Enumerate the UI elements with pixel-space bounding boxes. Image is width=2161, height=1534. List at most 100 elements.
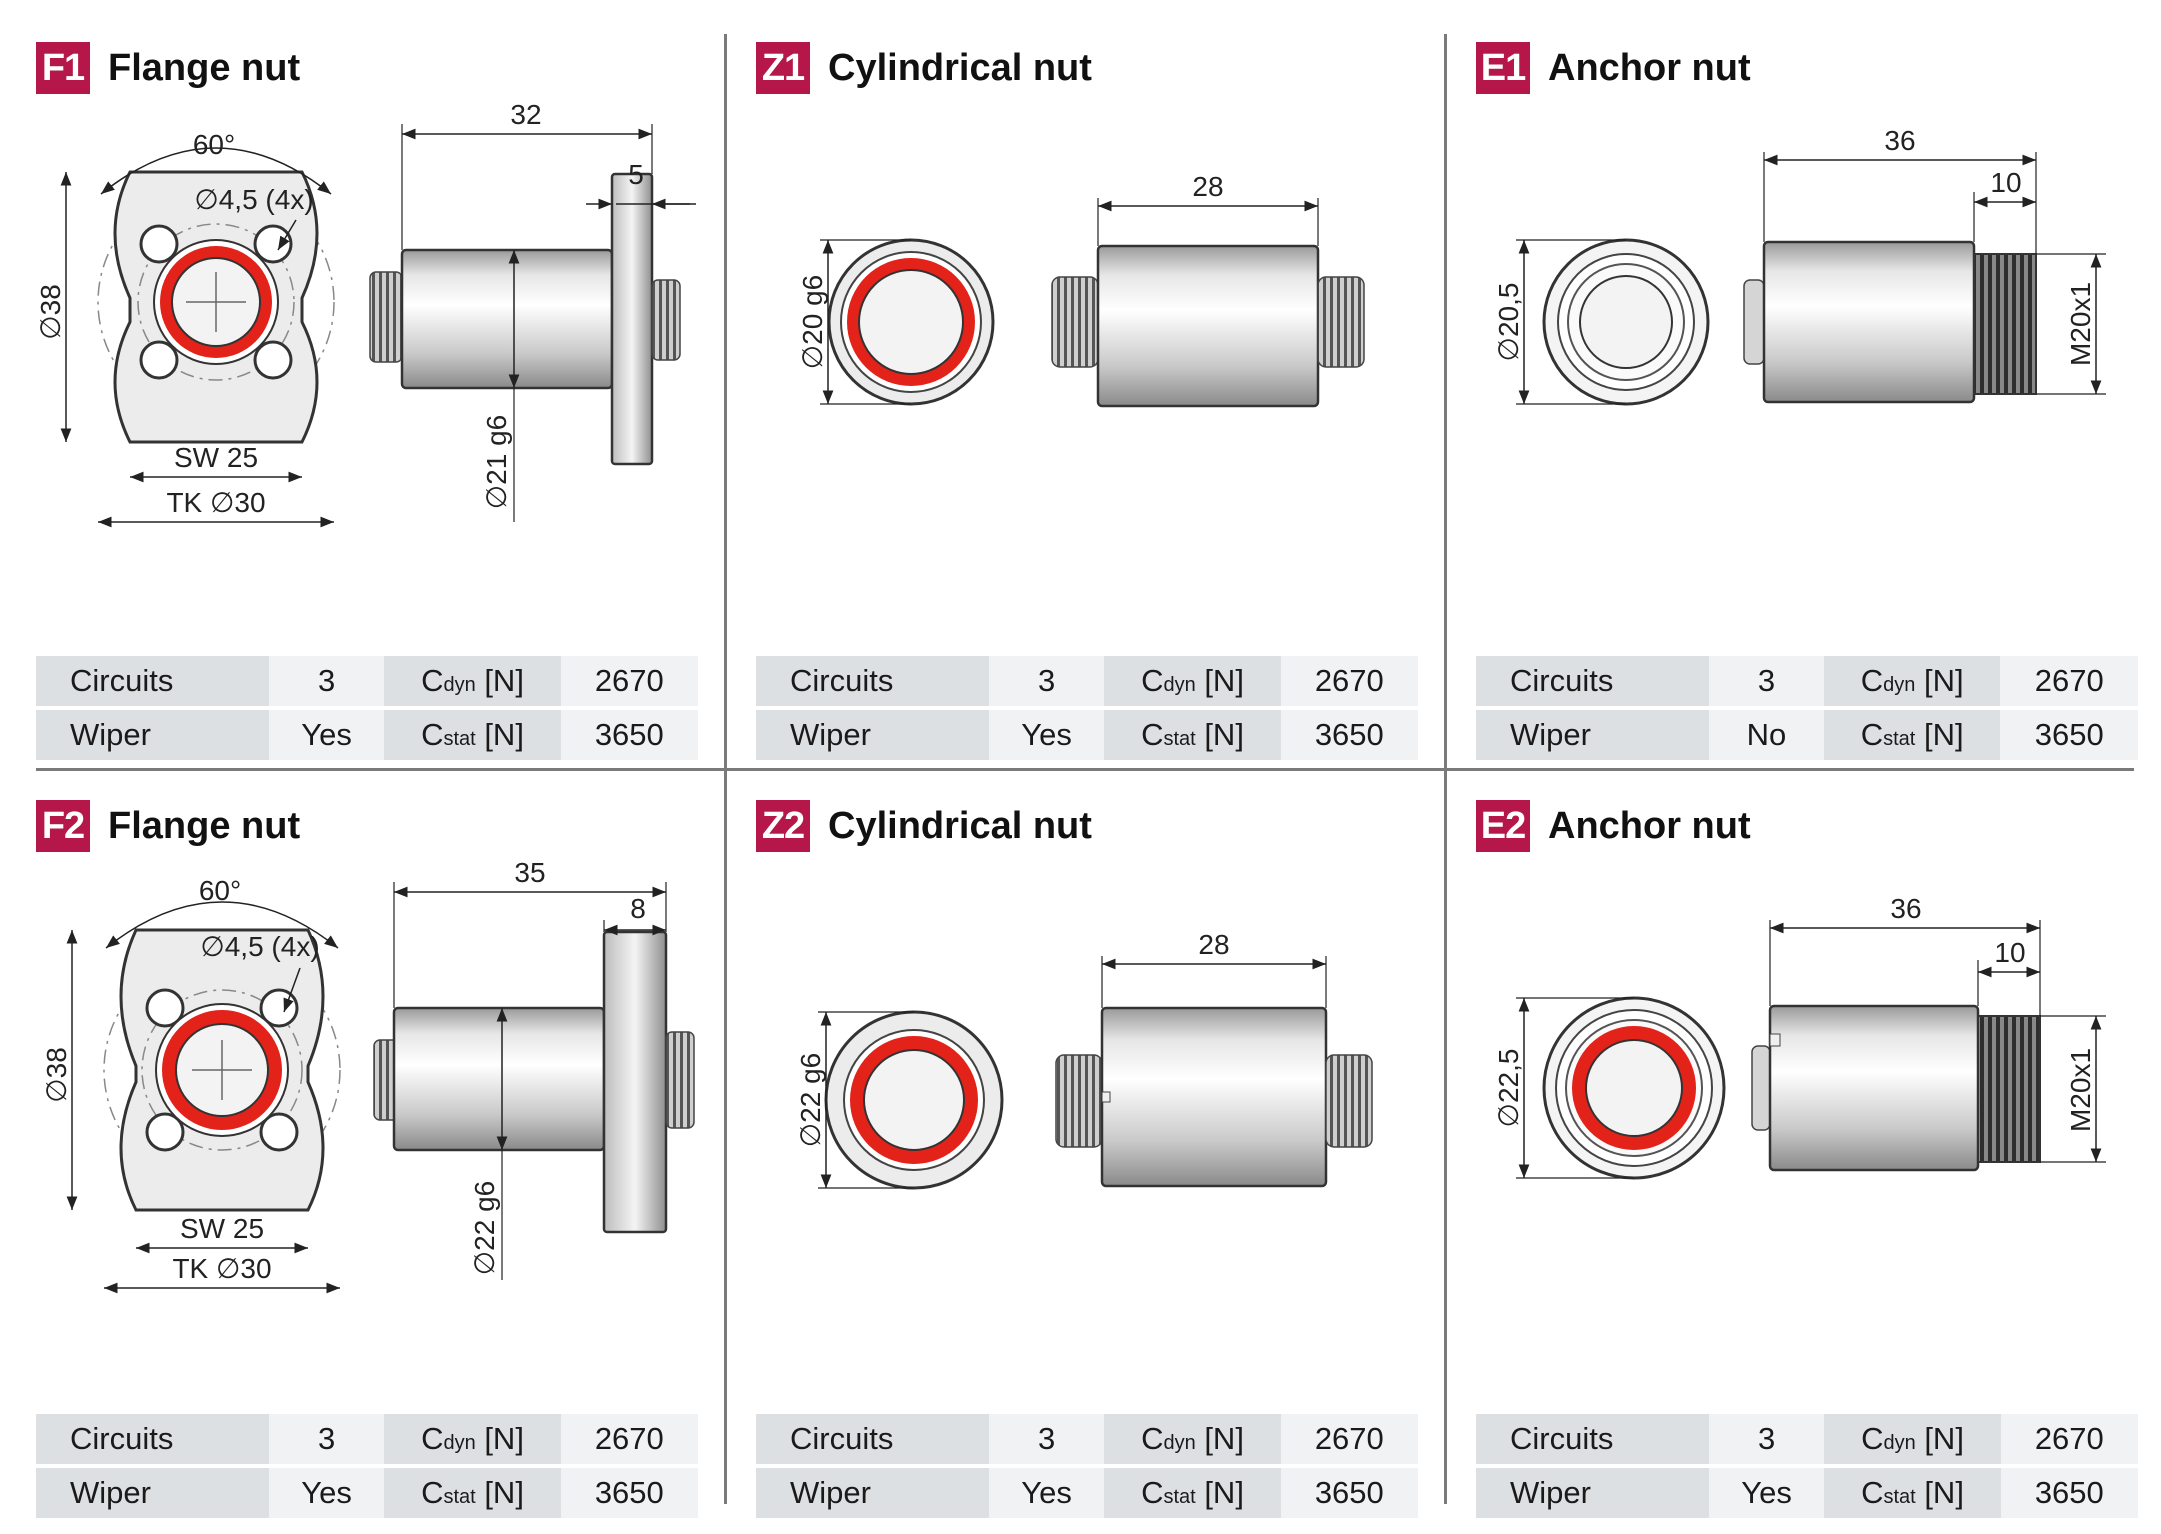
panel-e1-anchor-nut: E1 Anchor nut ∅20,5 36 10 bbox=[1476, 32, 2161, 772]
height-label: ∅38 bbox=[41, 1047, 72, 1103]
anchor-side-view: 36 10 M20x1 bbox=[1751, 893, 2106, 1172]
cdyn-label: Cdyn [N] bbox=[384, 656, 561, 706]
panel-z2-cylindrical-nut: Z2 Cylindrical nut ∅22 g6 28 Circuits bbox=[756, 790, 1456, 1530]
panel-title: Flange nut bbox=[108, 804, 301, 847]
sw-label: SW 25 bbox=[174, 442, 258, 473]
panel-title: Cylindrical nut bbox=[828, 46, 1092, 89]
row-divider bbox=[36, 768, 2134, 771]
spec-table: Circuits 3 Cdyn [N] 2670 Wiper Yes Cstat… bbox=[36, 652, 698, 764]
cstat-label: Cstat [N] bbox=[1104, 1468, 1281, 1518]
wiper-value: No bbox=[1709, 710, 1824, 760]
spec-row-2: Wiper No Cstat [N] 3650 bbox=[1476, 710, 2138, 760]
cdyn-label: Cdyn [N] bbox=[1104, 1414, 1281, 1464]
cstat-value: 3650 bbox=[1280, 710, 1418, 760]
spec-row-2: Wiper Yes Cstat [N] 3650 bbox=[36, 710, 698, 760]
spec-row-1: Circuits 3 Cdyn [N] 2670 bbox=[756, 656, 1418, 706]
spec-table: Circuits 3 Cdyn [N] 2670 Wiper Yes Cstat… bbox=[756, 652, 1418, 764]
code-badge: E1 bbox=[1476, 42, 1530, 94]
wiper-label: Wiper bbox=[36, 1468, 269, 1518]
panel-header: F1 Flange nut bbox=[36, 42, 300, 94]
cdyn-label: Cdyn [N] bbox=[1104, 656, 1281, 706]
thread-label: M20x1 bbox=[2065, 282, 2096, 366]
circuits-label: Circuits bbox=[1476, 656, 1709, 706]
cstat-label: Cstat [N] bbox=[384, 1468, 561, 1518]
panel-title: Anchor nut bbox=[1548, 46, 1751, 89]
length-label: 35 bbox=[514, 860, 545, 888]
wiper-label: Wiper bbox=[756, 710, 989, 760]
flange-side-view: 32 5 ∅21 g6 bbox=[369, 102, 696, 522]
flange-nut-drawing: 60° ∅4,5 (4x) ∅38 SW 25 TK ∅30 35 8 bbox=[41, 860, 695, 1294]
cstat-label: Cstat [N] bbox=[1823, 710, 2001, 760]
cstat-value: 3650 bbox=[1280, 1468, 1418, 1518]
length-label: 28 bbox=[1192, 171, 1223, 202]
panel-header: E2 Anchor nut bbox=[1476, 800, 1751, 852]
angle-label: 60° bbox=[193, 129, 235, 160]
cstat-value: 3650 bbox=[560, 710, 698, 760]
code-badge: F1 bbox=[36, 42, 90, 94]
panel-header: Z2 Cylindrical nut bbox=[756, 800, 1092, 852]
wiper-label: Wiper bbox=[1476, 710, 1709, 760]
flange-label: 8 bbox=[630, 893, 646, 924]
flange-nut-drawing: 60° ∅4,5 (4x) ∅38 SW 25 TK ∅30 32 5 bbox=[36, 102, 696, 528]
cdyn-value: 2670 bbox=[2000, 1414, 2138, 1464]
wiper-value: Yes bbox=[1708, 1468, 1825, 1518]
panel-z1-cylindrical-nut: Z1 Cylindrical nut ∅20 g6 28 Circuits 3 bbox=[756, 32, 1456, 772]
spec-row-1: Circuits 3 Cdyn [N] 2670 bbox=[756, 1414, 1418, 1464]
wiper-value: Yes bbox=[268, 1468, 385, 1518]
spec-table: Circuits 3 Cdyn [N] 2670 Wiper No Cstat … bbox=[1476, 652, 2138, 764]
diameter-label: ∅22,5 bbox=[1493, 1049, 1524, 1128]
cylindrical-side-view: 28 bbox=[1055, 929, 1373, 1188]
cdyn-value: 2670 bbox=[1280, 656, 1418, 706]
cdyn-label: Cdyn [N] bbox=[384, 1414, 561, 1464]
anchor-nut-drawing: ∅20,5 36 10 M20x1 bbox=[1493, 125, 2106, 406]
spec-row-1: Circuits 3 Cdyn [N] 2670 bbox=[1476, 656, 2138, 706]
tk-label: TK ∅30 bbox=[172, 1253, 271, 1284]
spec-table: Circuits 3 Cdyn [N] 2670 Wiper Yes Cstat… bbox=[1476, 1410, 2138, 1522]
panel-f1-flange-nut: F1 Flange nut 60° ∅4,5 (4x) ∅38 SW 25 bbox=[36, 32, 736, 772]
panel-title: Flange nut bbox=[108, 46, 301, 89]
code-badge: Z2 bbox=[756, 800, 810, 852]
panel-header: Z1 Cylindrical nut bbox=[756, 42, 1092, 94]
thread-label: M20x1 bbox=[2065, 1048, 2096, 1132]
circuits-label: Circuits bbox=[756, 1414, 989, 1464]
spec-row-1: Circuits 3 Cdyn [N] 2670 bbox=[36, 1414, 698, 1464]
cylindrical-nut-drawing: ∅20 g6 28 bbox=[797, 171, 1365, 408]
circuits-value: 3 bbox=[1709, 656, 1824, 706]
cdyn-value: 2670 bbox=[2000, 656, 2138, 706]
cdyn-value: 2670 bbox=[560, 656, 698, 706]
spec-row-1: Circuits 3 Cdyn [N] 2670 bbox=[1476, 1414, 2138, 1464]
circuits-value: 3 bbox=[988, 656, 1105, 706]
flange-side-view: 35 8 ∅22 g6 bbox=[373, 860, 695, 1280]
cstat-value: 3650 bbox=[2000, 1468, 2138, 1518]
spec-row-1: Circuits 3 Cdyn [N] 2670 bbox=[36, 656, 698, 706]
length-label: 28 bbox=[1198, 929, 1229, 960]
anchor-side-view: 36 10 M20x1 bbox=[1743, 125, 2106, 404]
spec-row-2: Wiper Yes Cstat [N] 3650 bbox=[36, 1468, 698, 1518]
panel-header: F2 Flange nut bbox=[36, 800, 300, 852]
holes-label: ∅4,5 (4x) bbox=[200, 931, 319, 962]
wiper-label: Wiper bbox=[1476, 1468, 1709, 1518]
wiper-value: Yes bbox=[268, 710, 385, 760]
diameter-label: ∅20,5 bbox=[1493, 283, 1524, 362]
wiper-value: Yes bbox=[988, 1468, 1105, 1518]
flange-front-view: 60° ∅4,5 (4x) ∅38 SW 25 TK ∅30 bbox=[41, 875, 341, 1294]
length-label: 32 bbox=[510, 102, 541, 130]
wiper-label: Wiper bbox=[36, 710, 269, 760]
circuits-value: 3 bbox=[268, 1414, 385, 1464]
circuits-label: Circuits bbox=[756, 656, 989, 706]
cstat-value: 3650 bbox=[2000, 710, 2138, 760]
spec-table: Circuits 3 Cdyn [N] 2670 Wiper Yes Cstat… bbox=[36, 1410, 698, 1522]
flange-label: 5 bbox=[628, 159, 644, 190]
spec-row-2: Wiper Yes Cstat [N] 3650 bbox=[1476, 1468, 2138, 1518]
cstat-label: Cstat [N] bbox=[1824, 1468, 2001, 1518]
angle-label: 60° bbox=[199, 875, 241, 906]
anchor-front-view: ∅22,5 bbox=[1493, 996, 1726, 1180]
code-badge: F2 bbox=[36, 800, 90, 852]
panel-header: E1 Anchor nut bbox=[1476, 42, 1751, 94]
circuits-label: Circuits bbox=[36, 1414, 269, 1464]
cylindrical-front-view: ∅20 g6 bbox=[797, 238, 995, 406]
height-label: ∅38 bbox=[36, 284, 66, 340]
length-label: 36 bbox=[1890, 893, 1921, 924]
thread-length-label: 10 bbox=[1990, 167, 2021, 198]
anchor-front-view: ∅20,5 bbox=[1493, 238, 1710, 406]
